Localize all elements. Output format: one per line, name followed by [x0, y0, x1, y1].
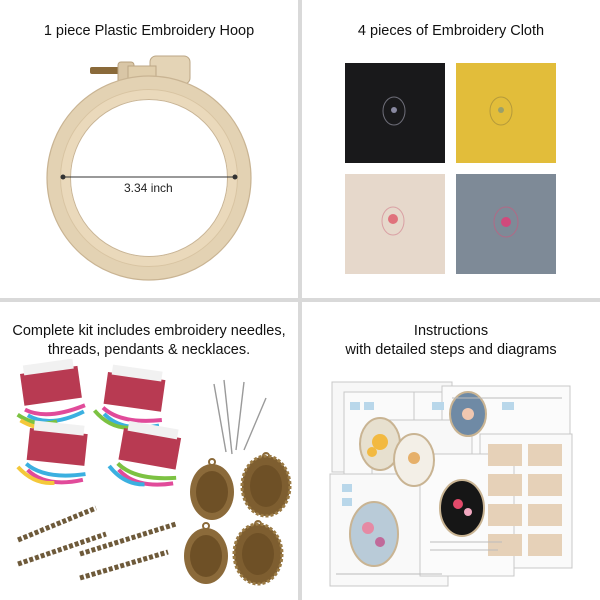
kit-caption-line2: threads, pendants & necklaces.	[47, 342, 251, 358]
hoop-diameter-label: 3.34 inch	[124, 181, 173, 195]
thread-bundles	[16, 358, 182, 487]
embroidery-needles	[213, 379, 267, 455]
instructions-caption: Instructions with detailed steps and dia…	[302, 322, 600, 360]
hoop-caption: 1 piece Plastic Embroidery Hoop	[43, 23, 255, 39]
kit-panel: Complete kit includes embroidery needles…	[0, 302, 298, 600]
cloth-caption: 4 pieces of Embroidery Cloth	[357, 23, 545, 39]
instruction-sheets-image	[329, 381, 573, 587]
instructions-panel: Instructions with detailed steps and dia…	[302, 302, 600, 600]
black-cloth	[345, 63, 445, 163]
cloth-panel: 4 pieces of Embroidery Cloth	[302, 0, 600, 298]
kit-contents-image	[16, 358, 292, 586]
instructions-caption-line1: Instructions	[413, 323, 489, 339]
kit-caption-line1: Complete kit includes embroidery needles…	[12, 323, 286, 339]
pendant-trays	[184, 452, 292, 586]
instructions-caption-line2: with detailed steps and diagrams	[345, 342, 557, 358]
yellow-cloth	[456, 63, 556, 163]
necklace-chains	[17, 505, 177, 581]
hoop-panel: 1 piece Plastic Embroidery Hoop 3.34 inc…	[0, 0, 298, 298]
kit-caption: Complete kit includes embroidery needles…	[0, 322, 298, 360]
embroidery-hoop-image	[46, 55, 252, 281]
gray-cloth	[456, 174, 556, 274]
beige-cloth	[345, 174, 445, 274]
